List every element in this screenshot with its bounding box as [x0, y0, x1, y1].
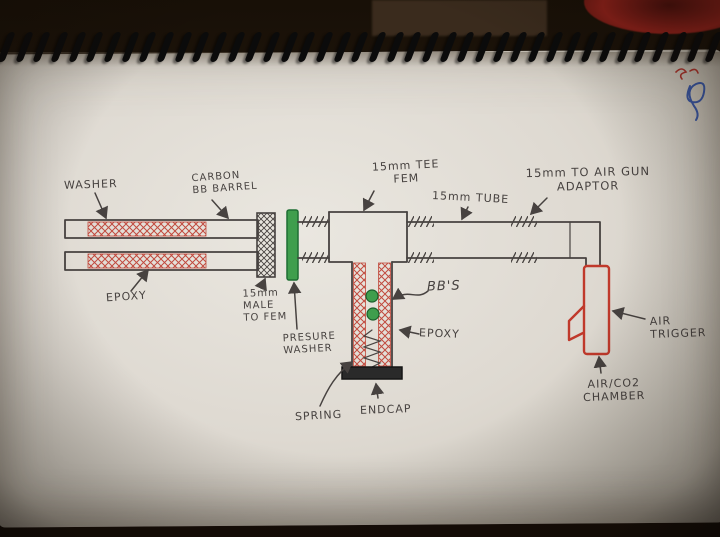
label-epoxy-left: EPOXY: [105, 288, 148, 305]
label-pressure-washer: PRESURE WASHER: [282, 330, 337, 357]
label-washer: WASHER: [63, 177, 118, 192]
label-air-co2-chamber: AIR/CO2 CHAMBER: [582, 376, 646, 405]
label-epoxy-right: EPOXY: [418, 326, 461, 341]
label-male-to-fem: 15mm MALE TO FEM: [242, 287, 288, 324]
label-bbs: BB'S: [426, 278, 461, 295]
label-carbon-bb-barrel: CARBON BB BARREL: [191, 169, 259, 197]
spiral-binding: [0, 30, 720, 64]
label-air-trigger: AIR TRIGGER: [649, 314, 707, 342]
label-spring: SPRING: [294, 407, 343, 424]
label-air-gun-adaptor: 15mm TO AIR GUN ADAPTOR: [525, 163, 651, 194]
label-tee-fem: 15mm TEE FEM: [371, 157, 440, 186]
label-endcap: ENDCAP: [359, 402, 412, 417]
label-tube: 15mm TUBE: [431, 188, 510, 207]
